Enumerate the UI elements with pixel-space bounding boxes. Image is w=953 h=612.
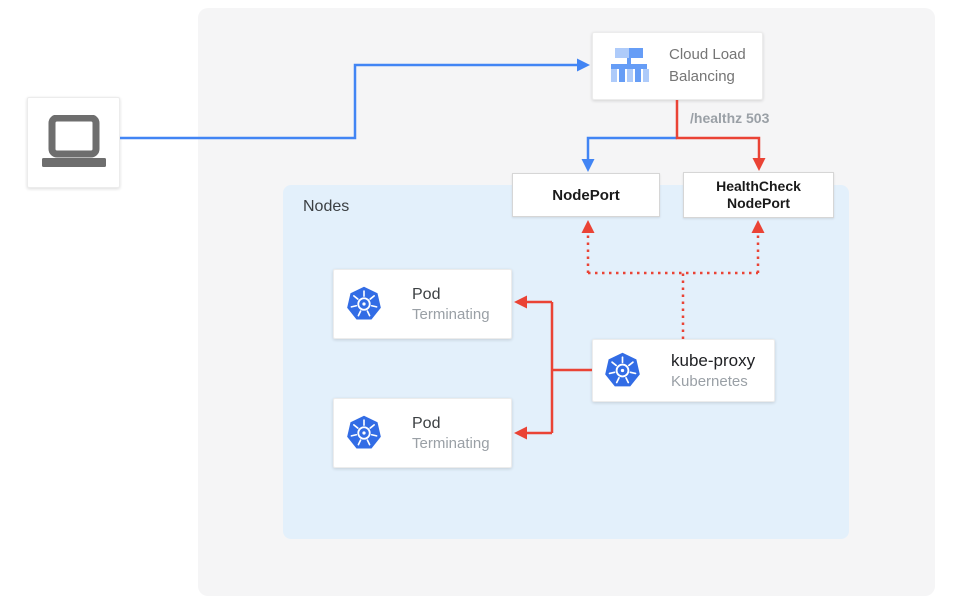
kube-proxy-title: kube-proxy: [671, 351, 756, 370]
pod-card: Pod Terminating: [333, 269, 512, 339]
cloud-load-balancing-card: Cloud Load Balancing: [592, 32, 763, 100]
pod-title: Pod: [412, 414, 441, 432]
laptop-icon: [41, 114, 106, 167]
healthz-503-label: /healthz 503: [690, 110, 770, 126]
client-laptop-card: [27, 97, 120, 188]
cloud-load-balancing-label: Cloud Load Balancing: [669, 46, 746, 85]
kube-proxy-card: kube-proxy Kubernetes: [592, 339, 775, 402]
kubernetes-icon: [346, 415, 382, 450]
pod-status: Terminating: [412, 434, 490, 452]
healthcheck-nodeport-label: HealthCheck NodePort: [716, 178, 801, 211]
pod-title: Pod: [412, 285, 441, 303]
nodes-panel-label: Nodes: [303, 198, 350, 215]
nodeport-box: NodePort: [512, 173, 660, 217]
pod-status: Terminating: [412, 305, 490, 323]
healthcheck-nodeport-box: HealthCheck NodePort: [683, 172, 834, 218]
nodeport-label: NodePort: [552, 186, 620, 204]
kubernetes-icon: [346, 286, 382, 321]
kube-proxy-subtitle: Kubernetes: [671, 373, 748, 390]
pod-card: Pod Terminating: [333, 398, 512, 468]
kubernetes-icon: [604, 352, 641, 388]
cloud-load-balancing-icon: [611, 48, 649, 82]
